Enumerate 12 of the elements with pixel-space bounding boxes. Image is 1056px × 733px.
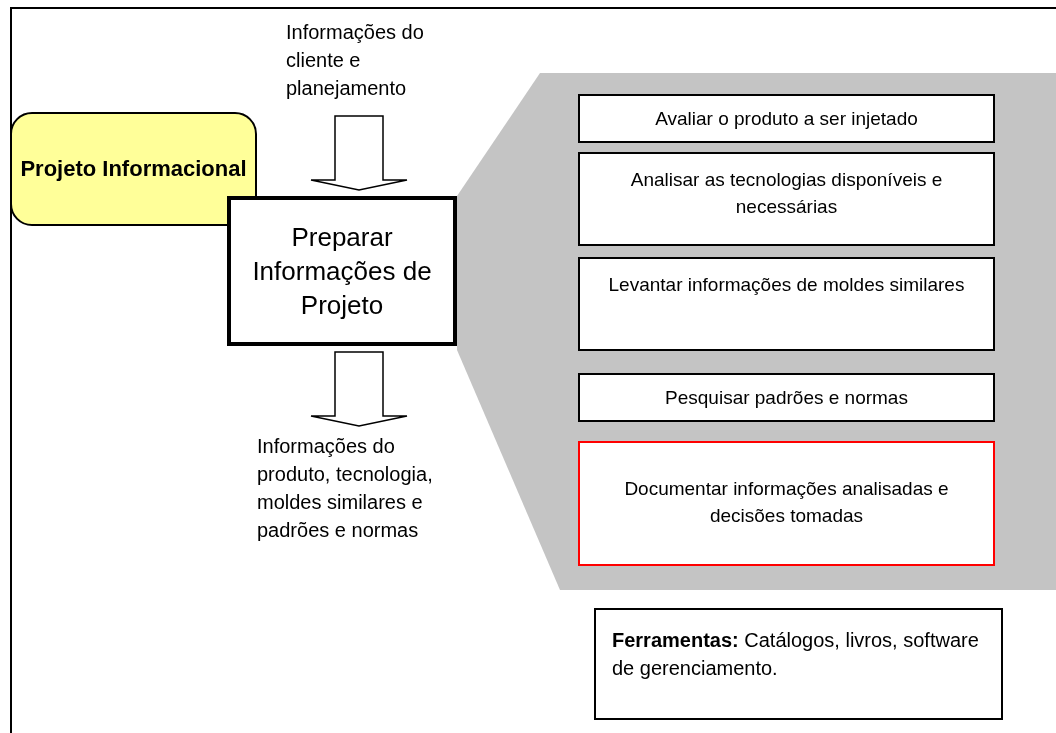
activity-box: Levantar informações de moldes similares bbox=[578, 257, 995, 351]
phase-box: Projeto Informacional bbox=[10, 112, 257, 226]
process-box: Preparar Informações de Projeto bbox=[227, 196, 457, 346]
output-text: Informações do produto, tecnologia, moldes similares e padrões e normas bbox=[257, 432, 447, 612]
activity-box: Avaliar o produto a ser injetado bbox=[578, 94, 995, 143]
activity-box: Pesquisar padrões e normas bbox=[578, 373, 995, 422]
tools-box: Ferramentas: Catálogos, livros, software de gerenciamento. bbox=[594, 608, 1003, 720]
block-arrow bbox=[310, 351, 408, 427]
activity-box: Analisar as tecnologias disponíveis e necessárias bbox=[578, 152, 995, 246]
block-arrow bbox=[310, 115, 408, 191]
activity-box: Documentar informações analisadas e decisões tomadas bbox=[578, 441, 995, 566]
input-text: Informações do cliente e planejamento bbox=[286, 18, 466, 110]
